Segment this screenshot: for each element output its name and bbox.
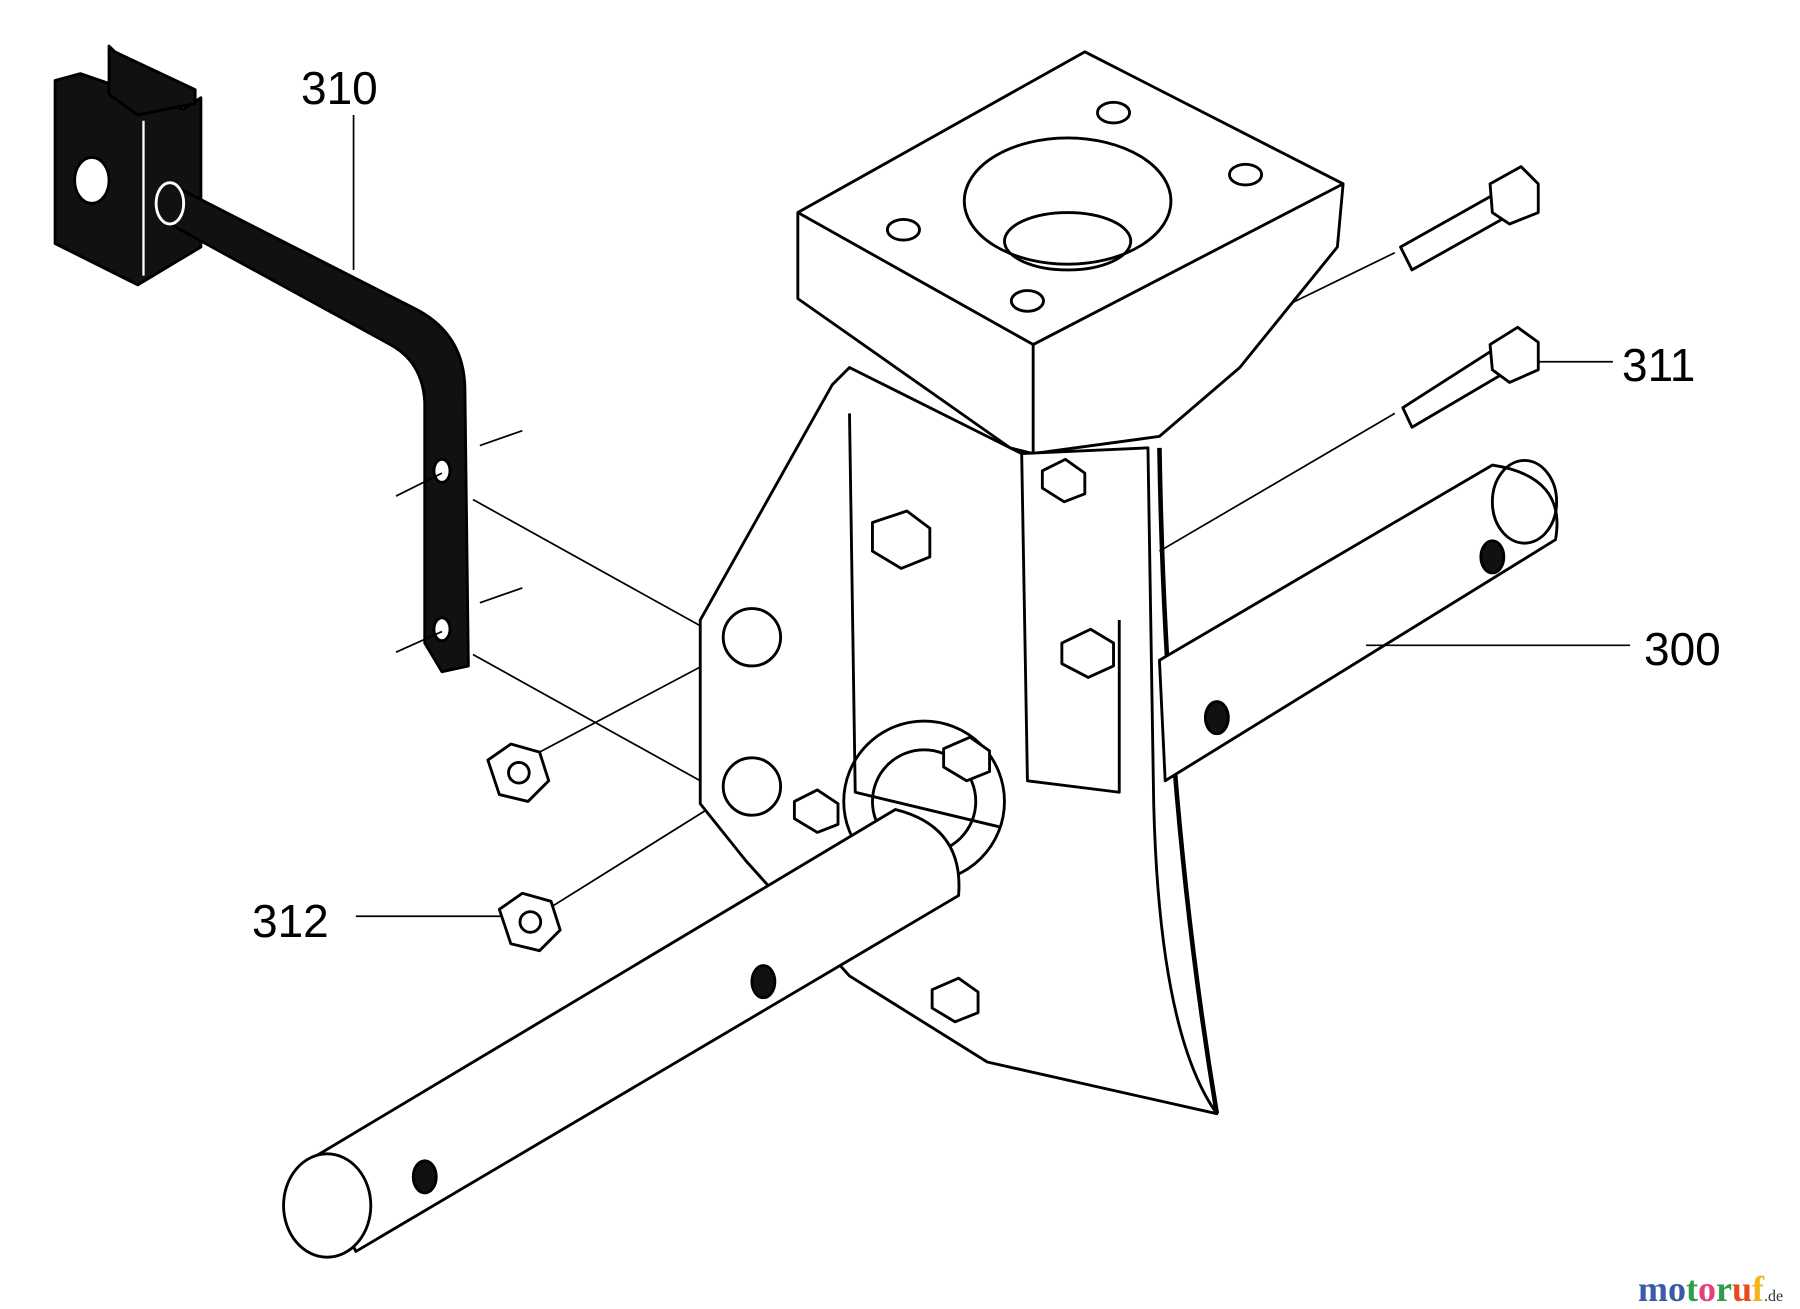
watermark-letter: u bbox=[1731, 1269, 1753, 1309]
watermark-letter: r bbox=[1716, 1269, 1732, 1309]
callout-312: 312 bbox=[252, 895, 329, 947]
clamp-part bbox=[53, 44, 203, 287]
watermark-letter: o bbox=[1698, 1269, 1716, 1309]
leader-lines bbox=[352, 114, 1631, 918]
bolt-311 bbox=[1399, 165, 1540, 429]
axle-shaft-front bbox=[282, 808, 961, 1259]
callout-300: 300 bbox=[1644, 623, 1721, 675]
rod-part-310 bbox=[168, 182, 470, 674]
watermark-letter: f bbox=[1752, 1269, 1765, 1309]
watermark-letter: t bbox=[1686, 1269, 1698, 1309]
watermark-letter: o bbox=[1668, 1269, 1686, 1309]
callout-310: 310 bbox=[301, 62, 378, 114]
watermark-letter: m bbox=[1638, 1269, 1668, 1309]
watermark-logo: motoruf.de bbox=[1638, 1269, 1784, 1309]
nut-312 bbox=[486, 742, 562, 953]
callout-311: 311 bbox=[1622, 339, 1696, 391]
axle-shaft-300 bbox=[1158, 459, 1559, 783]
